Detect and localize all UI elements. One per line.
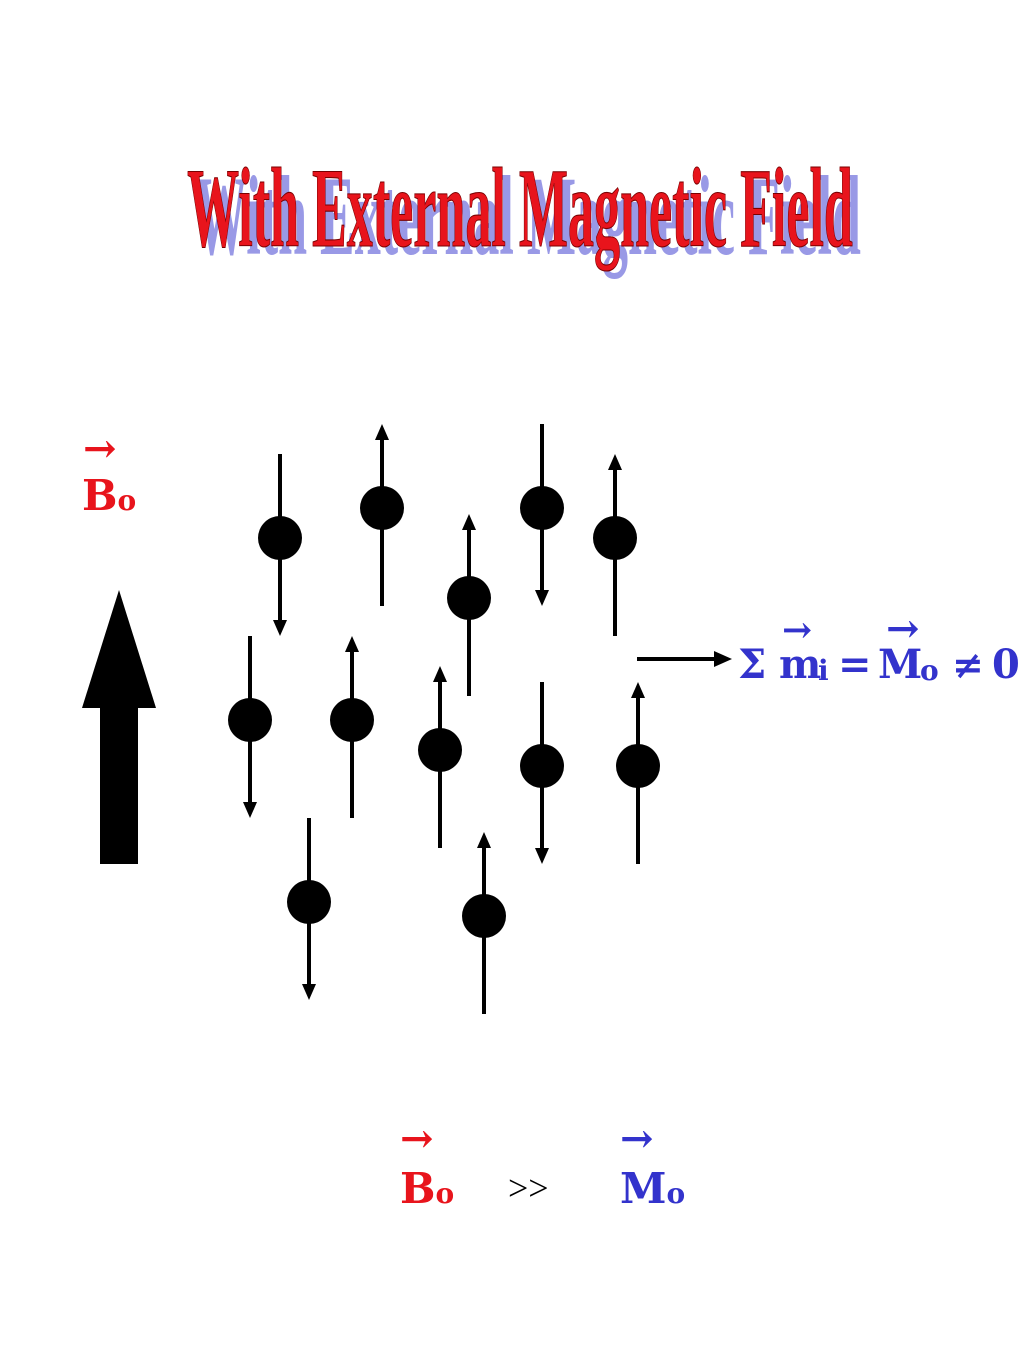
field-label: → Bo <box>82 425 136 520</box>
spin-arrow-head <box>462 514 476 530</box>
spin-arrow-head <box>477 832 491 848</box>
sum-sigma: Σ <box>738 641 766 688</box>
sum-label: → → Σ m i = M o ≠ 0 <box>738 605 1020 688</box>
spin-up <box>418 666 462 848</box>
spin-particle <box>418 728 462 772</box>
spin-arrow-head <box>535 848 549 864</box>
spin-arrow-head <box>631 682 645 698</box>
spin-particle <box>258 516 302 560</box>
spin-particle <box>593 516 637 560</box>
sum-m-subscript: i <box>818 654 829 687</box>
comparison-operator: >> <box>508 1168 549 1208</box>
spin-up <box>593 454 637 636</box>
comparison-left-vector-arrow: → <box>400 1115 434 1162</box>
spin-particle <box>462 894 506 938</box>
field-label-subscript: o <box>118 484 137 517</box>
spin-up <box>616 682 660 864</box>
title-group: With External Magnetic Field With Extern… <box>187 145 861 280</box>
spin-arrow-head <box>243 802 257 818</box>
spin-arrow-head <box>302 984 316 1000</box>
spin-particle <box>520 744 564 788</box>
spin-particle <box>447 576 491 620</box>
spin-particle <box>287 880 331 924</box>
spin-arrow-head <box>375 424 389 440</box>
spin-down <box>258 454 302 636</box>
spin-particle <box>616 744 660 788</box>
field-label-vector-arrow: → <box>83 425 117 472</box>
sum-M: M <box>878 641 922 688</box>
comparison-left-subscript: o <box>436 1177 455 1210</box>
spin-up <box>330 636 374 818</box>
sum-not-equal: ≠ <box>952 642 984 687</box>
spin-up <box>447 514 491 696</box>
spin-particle <box>228 698 272 742</box>
comparison-right-subscript: o <box>667 1177 686 1210</box>
spin-group <box>228 424 660 1014</box>
sum-m: m <box>779 641 821 688</box>
spin-particle <box>330 698 374 742</box>
comparison-right: Mo <box>620 1164 685 1213</box>
spin-down <box>520 424 564 606</box>
comparison-right-vector-arrow: → <box>620 1115 654 1162</box>
spin-arrow-head <box>433 666 447 682</box>
title-shadow: With External Magnetic Field <box>195 154 861 280</box>
pointer-arrow-head <box>714 651 732 667</box>
sum-M-subscript: o <box>920 654 939 687</box>
spin-down <box>228 636 272 818</box>
spin-arrow-head <box>273 620 287 636</box>
spin-arrow-head <box>608 454 622 470</box>
spin-arrow-head <box>535 590 549 606</box>
spin-down <box>520 682 564 864</box>
spin-down <box>287 818 331 1000</box>
comparison-left: Bo <box>400 1164 454 1213</box>
external-field-arrow <box>82 590 156 864</box>
spin-up <box>462 832 506 1014</box>
sum-m-vector-arrow: → <box>782 609 812 651</box>
spin-particle <box>520 486 564 530</box>
comparison: → Bo >> → Mo <box>400 1115 685 1213</box>
sum-zero: 0 <box>992 641 1020 688</box>
sum-M-vector-arrow: → <box>886 605 920 652</box>
spin-particle <box>360 486 404 530</box>
sum-equals: = <box>838 641 872 688</box>
spin-up <box>360 424 404 606</box>
page-title: With External Magnetic Field <box>187 146 853 272</box>
spin-arrow-head <box>345 636 359 652</box>
field-label-symbol: Bo <box>82 471 136 520</box>
